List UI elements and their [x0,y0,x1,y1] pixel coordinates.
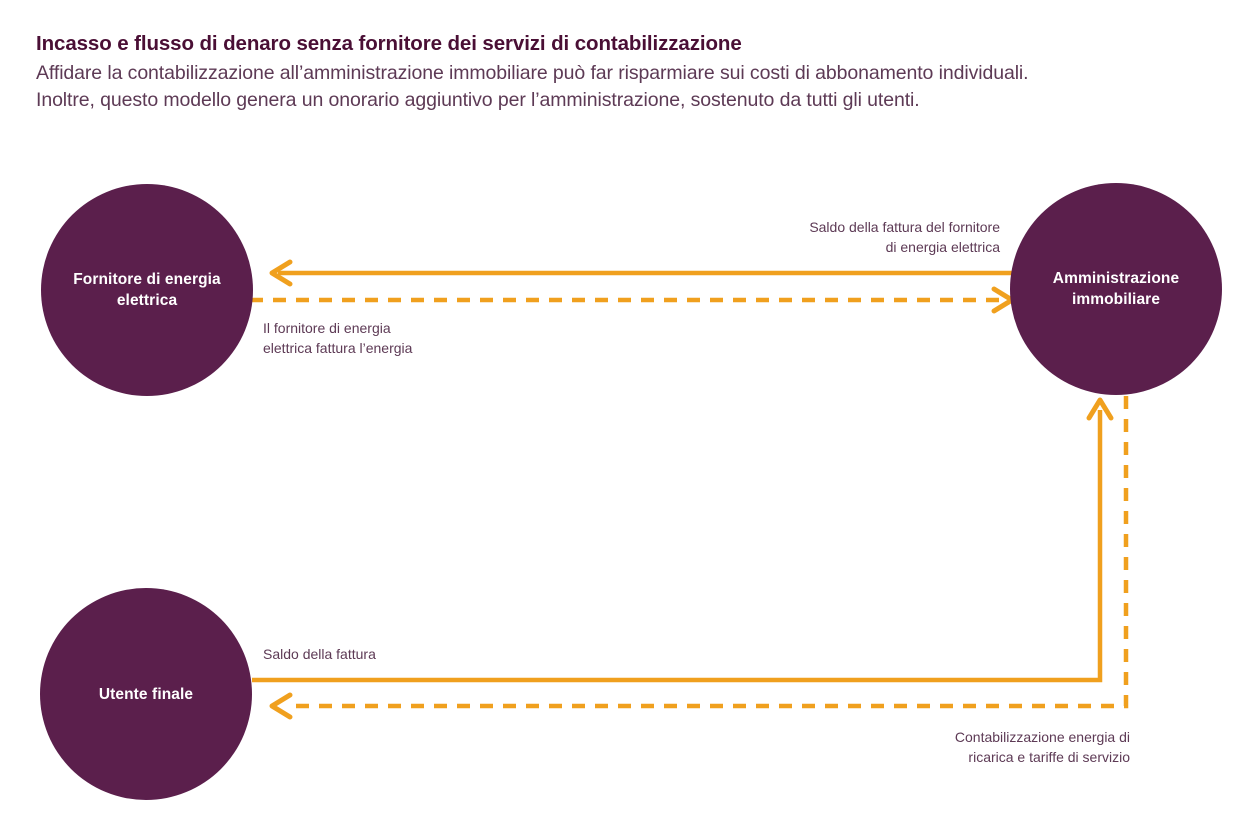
connector-admin-to-enduser-dashed [269,396,1129,720]
connector-admin-to-supplier-solid [269,259,1012,287]
edge-label-supplier-to-admin-invoice: Il fornitore di energia elettrica fattur… [263,320,413,356]
arrowhead-up-icon [1086,397,1114,421]
arrowhead-left-icon [269,692,293,720]
node-label: Utente finale [98,685,194,703]
header-block: Incasso e flusso di denaro senza fornito… [36,30,1066,114]
node-label: Amministrazione immobiliare [1052,270,1180,308]
node-utente-finale[interactable]: Utente finale [40,588,252,800]
node-label: Fornitore di energia elettrica [73,271,221,309]
node-amministrazione-immobiliare[interactable]: Amministrazione immobiliare [1010,183,1222,395]
connector-enduser-to-admin-solid [252,397,1114,683]
page-title: Incasso e flusso di denaro senza fornito… [36,32,742,55]
node-fornitore-energia-elettrica[interactable]: Fornitore di energia elettrica [41,184,253,396]
page-subtitle: Affidare la contabilizzazione all’ammini… [36,62,1029,111]
edge-label-admin-to-enduser-billing: Contabilizzazione energia di ricarica e … [954,729,1130,765]
edge-label-admin-to-supplier-payment: Saldo della fattura del fornitore di ene… [809,219,1000,255]
connector-supplier-to-admin-dashed [250,286,1015,314]
arrowhead-left-icon [269,259,293,287]
edge-label-enduser-to-admin-payment: Saldo della fattura [263,646,376,662]
